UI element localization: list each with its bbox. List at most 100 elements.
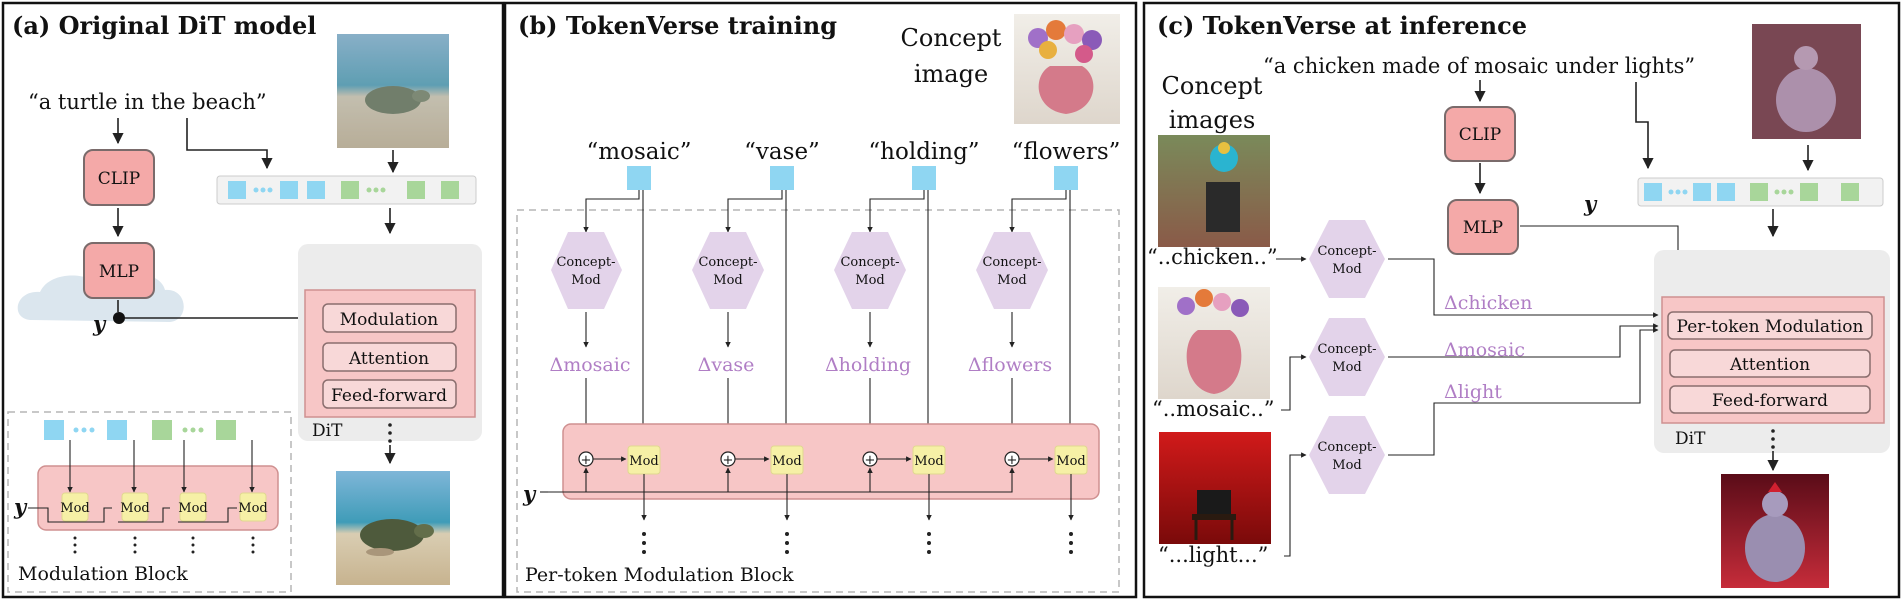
concept-mod-c3-l2: Mod xyxy=(1332,458,1361,473)
caption-mosaic: “..mosaic..” xyxy=(1152,397,1275,421)
inset-pink-block xyxy=(37,465,279,531)
panel-a: (a) Original DiT model “a turtle in the … xyxy=(1,1,505,599)
mlp-box-c xyxy=(1447,199,1519,255)
clip-box-a xyxy=(83,149,155,206)
token-strip-a xyxy=(216,175,477,205)
modulation-block-frame xyxy=(7,411,292,593)
concept-mod-b2-l1: Concept- xyxy=(698,255,757,270)
inset-token-green-2 xyxy=(216,420,236,440)
concept-mod-b3-l2: Mod xyxy=(855,273,884,288)
panel-c-border xyxy=(1142,1,1901,599)
plus-node-1 xyxy=(578,451,594,467)
concept-mod-hex-mosaic xyxy=(551,232,622,309)
token-word-holding: “holding” xyxy=(868,139,979,165)
concept-image-chicken xyxy=(1158,135,1270,247)
concept-mod-hex-mosaic xyxy=(1309,318,1385,396)
modulation-box xyxy=(322,303,457,333)
concept-mod-hex-chicken xyxy=(1309,220,1385,298)
concept-mod-b4-l2: Mod xyxy=(997,273,1026,288)
panel-b: (b) TokenVerse training Concept image “m… xyxy=(503,1,1138,599)
plus-label-3: + xyxy=(865,453,876,468)
y-label-c: y xyxy=(1583,191,1598,216)
y-node-a xyxy=(113,312,125,324)
per-token-block-label: Per-token Modulation Block xyxy=(525,564,794,586)
concept-mod-c2-l1: Concept- xyxy=(1317,342,1376,357)
inset-mod-4 xyxy=(239,492,267,522)
token-square-vase xyxy=(770,166,794,190)
token-word-mosaic: “mosaic” xyxy=(587,139,692,165)
panel-b-ellipsis xyxy=(642,532,1073,554)
panel-b-title: (b) TokenVerse training xyxy=(518,11,837,40)
delta-chicken: Δchicken xyxy=(1444,292,1532,314)
panel-b-plus-wiring xyxy=(548,456,1054,493)
dit-label-a: DiT xyxy=(312,421,343,441)
token-square-flowers xyxy=(1054,166,1078,190)
concept-image-label-line1: Concept xyxy=(901,24,1002,52)
concept-mod-hexes-b xyxy=(551,232,1048,309)
concept-images-label-line2: images xyxy=(1169,106,1256,134)
attention-box-c xyxy=(1669,349,1871,378)
feedforward-label-c: Feed-forward xyxy=(1712,391,1828,411)
delta-mosaic: Δmosaic xyxy=(550,354,631,376)
caption-chicken: “..chicken..” xyxy=(1147,245,1278,269)
clip-label-c: CLIP xyxy=(1459,125,1501,145)
inset-mod-3 xyxy=(179,492,207,522)
y-label-a: y xyxy=(92,311,107,336)
inset-token-blue-1 xyxy=(44,420,64,440)
delta-flowers: Δflowers xyxy=(968,354,1052,376)
plus-label-1: + xyxy=(581,453,592,468)
plus-node-3 xyxy=(862,451,878,467)
panel-b-outputs xyxy=(641,474,1074,521)
mod-label-b4: Mod xyxy=(1056,454,1085,469)
inset-mod-2 xyxy=(121,492,149,522)
clean-turtle-image xyxy=(336,471,450,585)
mod-label-b3: Mod xyxy=(914,454,943,469)
concept-mod-b2-l2: Mod xyxy=(713,273,742,288)
concept-mod-hex-light xyxy=(1309,416,1385,494)
per-token-block-frame xyxy=(516,209,1120,593)
concept-mod-b4-l1: Concept- xyxy=(982,255,1041,270)
panel-a-border xyxy=(1,1,505,599)
per-token-pink-block xyxy=(562,423,1100,500)
attention-label-c: Attention xyxy=(1729,355,1810,375)
panel-c: (c) TokenVerse at inference “a chicken m… xyxy=(1142,1,1901,599)
token-strip-c xyxy=(1637,177,1884,207)
mlp-box-a xyxy=(83,242,155,299)
concept-images-label-line1: Concept xyxy=(1162,72,1263,100)
inset-mod-label-3: Mod xyxy=(178,501,207,516)
prompt-c: “a chicken made of mosaic under lights” xyxy=(1263,54,1695,78)
plus-label-4: + xyxy=(1007,453,1018,468)
inset-mod-label-4: Mod xyxy=(238,501,267,516)
noisy-turtle-image xyxy=(337,34,449,148)
feedforward-box-c xyxy=(1669,385,1871,414)
inset-mod-1 xyxy=(61,492,89,522)
concept-mod-b1-l2: Mod xyxy=(571,273,600,288)
caption-light: “...light...” xyxy=(1158,543,1268,567)
concept-mod-b1-l1: Concept- xyxy=(556,255,615,270)
delta-vase: Δvase xyxy=(698,354,755,376)
mlp-label-c: MLP xyxy=(1463,218,1503,238)
concept-mod-c1-l2: Mod xyxy=(1332,262,1361,277)
panel-a-title: (a) Original DiT model xyxy=(12,11,316,40)
final-chicken-image xyxy=(1721,474,1829,588)
mlp-label-a: MLP xyxy=(99,262,139,282)
mod-label-b2: Mod xyxy=(772,454,801,469)
token-square-mosaic xyxy=(627,166,651,190)
concept-mod-hex-flowers xyxy=(976,232,1048,309)
concept-mod-c2-l2: Mod xyxy=(1332,360,1361,375)
token-word-vase: “vase” xyxy=(744,139,820,165)
plus-node-2 xyxy=(720,451,736,467)
inset-mod-label-1: Mod xyxy=(60,501,89,516)
panel-c-caption-wiring xyxy=(1276,256,1307,557)
token-square-holding xyxy=(912,166,936,190)
concept-mod-c1-l1: Concept- xyxy=(1317,244,1376,259)
token-word-flowers: “flowers” xyxy=(1012,139,1121,165)
attention-label-a: Attention xyxy=(348,349,429,369)
y-label-b: y xyxy=(522,481,537,506)
delta-mosaic-c: Δmosaic xyxy=(1444,339,1525,361)
concept-mod-c3-l1: Concept- xyxy=(1317,440,1376,455)
noisy-chicken-image xyxy=(1752,24,1861,139)
y-label-a-inset: y xyxy=(13,494,28,519)
per-token-modulation-label: Per-token Modulation xyxy=(1677,317,1864,337)
